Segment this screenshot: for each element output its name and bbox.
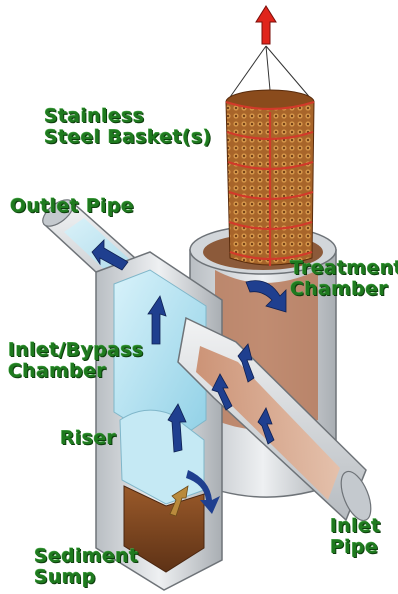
inlet-pipe-label: Inlet Pipe <box>330 516 381 558</box>
sediment-sump-label: Sediment Sump <box>34 546 138 588</box>
stainless-basket <box>226 90 314 266</box>
riser-label: Riser <box>60 428 116 449</box>
treatment-chamber-label: Treatment Chamber <box>290 258 398 300</box>
lift-arrow-icon <box>256 6 276 44</box>
basket-label: Stainless Steel Basket(s) <box>44 106 212 148</box>
inlet-bypass-label: Inlet/Bypass Chamber <box>8 340 144 382</box>
outlet-pipe-label: Outlet Pipe <box>10 196 134 217</box>
